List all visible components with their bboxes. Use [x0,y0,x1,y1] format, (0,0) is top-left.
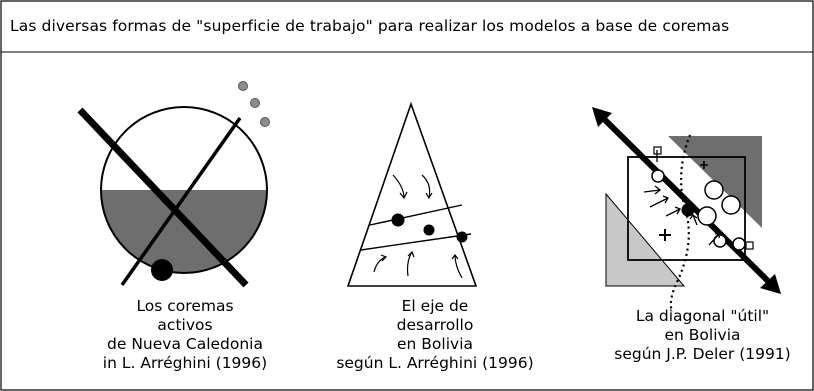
arrow-curve-lower-right [454,254,463,279]
plus-mark-2 [700,161,708,169]
caption-panel-2: El eje de desarrollo en Bolivia según L.… [320,297,550,373]
open-circle-4 [651,169,665,183]
band-dot-1 [391,213,405,227]
caption-panel-3: La diagonal "útil" en Bolivia según J.P.… [595,307,810,364]
caption-line: en Bolivia [664,326,741,344]
caption-line: según L. Arréghini (1996) [336,354,534,372]
arrow-curve-upper-left [392,174,405,199]
circle-outline [100,106,268,274]
band-dot-2 [423,224,435,236]
panel-square-diagram [592,107,781,313]
gray-dot-3 [260,117,270,127]
caption-line: La diagonal "útil" [635,307,770,325]
band-dot-3 [456,231,468,243]
caption-line: in L. Arréghini (1996) [102,354,268,372]
caption-panel-1: Los coremas activos de Nueva Caledonia i… [70,297,300,373]
open-circle-1 [704,180,724,200]
arrow-curve-upper-right [421,174,431,199]
diagonal-arrow-head-top [592,107,612,127]
arrow-head-lower-right [451,254,459,260]
open-circle-5 [732,237,746,251]
circle-lower-shade [101,190,267,273]
black-dot [151,259,173,281]
small-arrow-4-head [689,214,698,220]
dotted-boundary [669,134,692,313]
caption-line: Los coremas [136,297,234,315]
small-arrow-4 [692,214,698,226]
caption-line: El eje de [401,297,469,315]
caption-line: activos [157,316,213,334]
gray-dot-2 [250,98,260,108]
panel-triangle-diagram [346,101,478,287]
small-arrow-6-head [714,232,721,239]
small-arrow-1 [643,189,661,193]
caption-line: de Nueva Caledonia [107,335,263,353]
diagonal-bar-2 [120,116,242,287]
small-arrow-3-head [674,206,681,215]
diagonal-arrow-shaft [598,113,774,287]
small-arrow-1-head [654,185,662,195]
arrow-head-lower-left [380,254,388,262]
small-arrow-3 [665,208,681,217]
caption-line: en Bolivia [397,335,473,353]
square-outline [627,156,746,261]
diagonal-bar-1 [77,107,249,288]
open-circle-3 [697,206,717,226]
triangle-light [605,192,686,287]
plus-mark-1 [659,229,671,241]
small-arrow-6 [708,232,721,246]
open-circle-2 [721,195,741,215]
small-arrow-2 [649,197,669,208]
diagonal-arrow-head-bottom [760,274,781,294]
small-arrow-2-head [662,195,669,204]
band-line-top [369,204,463,226]
gray-dot-1 [238,81,248,91]
panel-circle-diagram [77,81,270,288]
edge-square-right [745,241,754,250]
figure-title: Las diversas formas de "superficie de tr… [10,17,730,35]
center-dot [681,203,695,217]
band-line-bottom [360,233,472,251]
triangle-outline [346,101,478,287]
arrow-head-upper-right [425,192,433,200]
caption-line: desarrollo [396,316,474,334]
caption-line: según J.P. Deler (1991) [614,345,791,363]
arrow-head-upper-left [399,191,408,200]
arrow-head-lower-mid [407,250,415,258]
